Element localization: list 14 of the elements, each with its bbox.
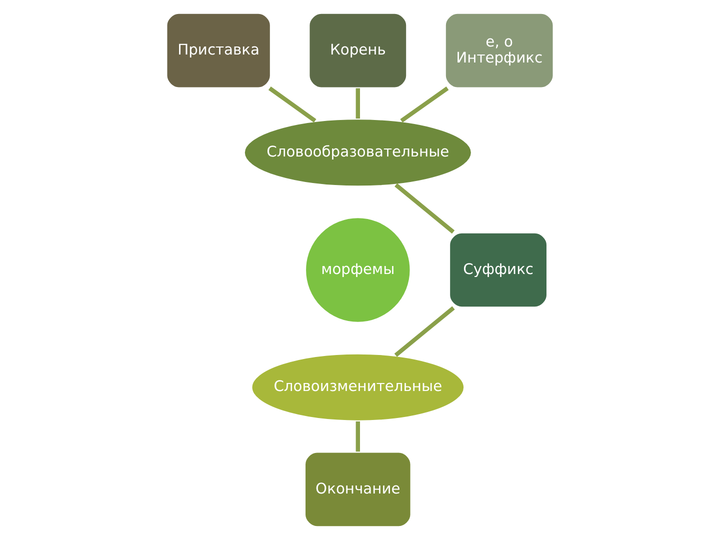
node-ellipse: Словообразовательные (242, 118, 474, 188)
node-box: Корень (308, 12, 408, 90)
node-box: Окончание (303, 450, 412, 528)
node-box: Приставка (165, 12, 272, 90)
connector (394, 306, 455, 357)
node-box: е, о Интерфикс (444, 12, 555, 90)
connector (394, 183, 455, 234)
connector (268, 86, 316, 123)
node-ellipse: Словоизменительные (250, 352, 466, 422)
node-box: Суффикс (448, 231, 549, 309)
connector (400, 86, 449, 123)
node-circle: морфемы (304, 216, 412, 324)
connector (356, 421, 360, 452)
connector (356, 88, 360, 119)
